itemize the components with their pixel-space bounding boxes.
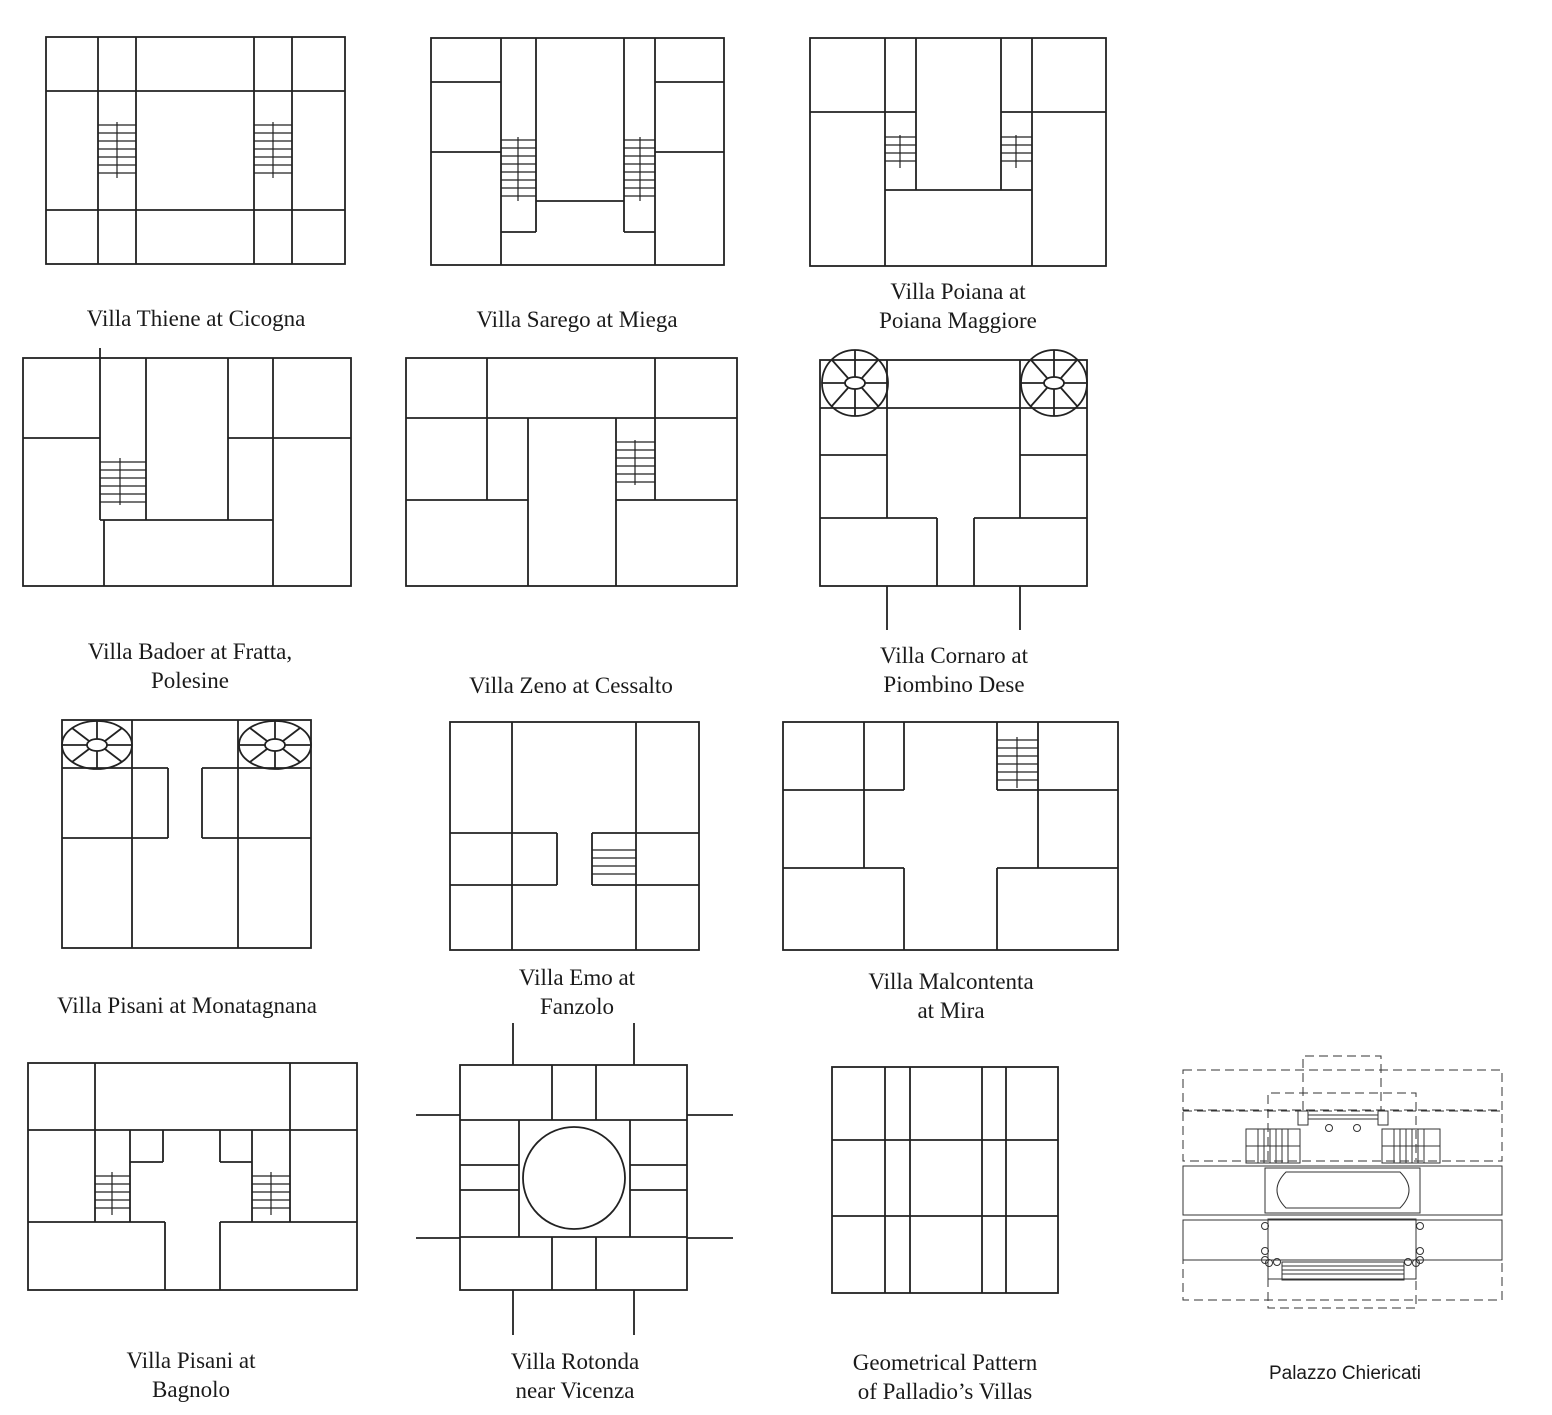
central-rotunda <box>522 1126 626 1230</box>
caption-line: Villa Emo at <box>518 965 636 990</box>
caption-line: Villa Malcontenta <box>868 969 1034 994</box>
caption-villa-pisani-montagnana: Villa Pisani at Monatagnana <box>57 991 317 1020</box>
caption-line: Villa Thiene at Cicogna <box>86 306 306 331</box>
caption-line: Villa Zeno at Cessalto <box>469 673 673 698</box>
plan-villa-poiana <box>809 37 1107 267</box>
caption-villa-poiana: Villa Poiana at Poiana Maggiore <box>879 277 1037 335</box>
staircase-icon <box>885 135 1032 168</box>
caption-villa-emo: Villa Emo at Fanzolo <box>519 963 635 1021</box>
caption-line: Geometrical Pattern <box>852 1350 1038 1375</box>
plan-villa-pisani-montagnana <box>61 719 312 949</box>
caption-villa-cornaro: Villa Cornaro at Piombino Dese <box>880 641 1028 699</box>
caption-line: of Palladio’s Villas <box>857 1379 1033 1404</box>
caption-line: Villa Pisani at <box>126 1348 256 1373</box>
plan-villa-rotonda <box>416 1023 733 1335</box>
caption-villa-zeno: Villa Zeno at Cessalto <box>469 671 673 700</box>
caption-villa-thiene: Villa Thiene at Cicogna <box>87 304 306 333</box>
caption-palazzo-chiericati: Palazzo Chiericati <box>1269 1359 1421 1388</box>
staircase-icon <box>592 849 636 875</box>
plan-villa-zeno <box>405 357 738 587</box>
staircase-icon <box>616 440 655 485</box>
plan-palazzo-chiericati <box>1182 1055 1503 1309</box>
caption-line: Polesine <box>151 668 229 693</box>
spiral-staircase-icon <box>61 720 312 770</box>
caption-geometrical-pattern: Geometrical Pattern of Palladio’s Villas <box>853 1348 1038 1406</box>
plan-villa-pisani-bagnolo <box>27 1062 358 1291</box>
staircase-icon <box>997 737 1038 788</box>
caption-villa-sarego: Villa Sarego at Miega <box>476 305 677 334</box>
plan-geometrical-pattern <box>831 1066 1059 1294</box>
staircase-icon <box>98 122 292 178</box>
caption-villa-malcontenta: Villa Malcontenta at Mira <box>868 967 1033 1025</box>
caption-line: at Mira <box>917 998 985 1023</box>
caption-line: Fanzolo <box>539 994 615 1019</box>
staircase-icon <box>501 137 655 201</box>
spiral-staircase-icon <box>821 349 1088 417</box>
caption-villa-badoer: Villa Badoer at Fratta, Polesine <box>88 637 292 695</box>
plan-villa-emo <box>449 721 700 951</box>
caption-line: Villa Poiana at <box>890 279 1026 304</box>
caption-line: Palazzo Chiericati <box>1268 1363 1422 1384</box>
plan-villa-malcontenta <box>782 721 1119 951</box>
caption-line: Bagnolo <box>152 1377 230 1402</box>
plan-villa-badoer <box>22 348 352 587</box>
caption-line: Poiana Maggiore <box>879 308 1037 333</box>
caption-line: Villa Badoer at Fratta, <box>87 639 293 664</box>
staircase-icon <box>95 1172 290 1215</box>
caption-villa-pisani-bagnolo: Villa Pisani at Bagnolo <box>127 1346 256 1404</box>
plan-villa-thiene <box>45 36 346 265</box>
plan-villa-cornaro <box>819 349 1088 630</box>
caption-villa-rotonda: Villa Rotonda near Vicenza <box>511 1347 639 1405</box>
caption-line: near Vicenza <box>515 1378 635 1403</box>
caption-line: Villa Pisani at Monatagnana <box>57 993 317 1018</box>
caption-line: Piombino Dese <box>883 672 1025 697</box>
caption-line: Villa Rotonda <box>510 1349 640 1374</box>
plan-villa-sarego <box>430 37 725 266</box>
staircase-icon <box>100 458 146 505</box>
caption-line: Villa Sarego at Miega <box>476 307 678 332</box>
caption-line: Villa Cornaro at <box>879 643 1029 668</box>
